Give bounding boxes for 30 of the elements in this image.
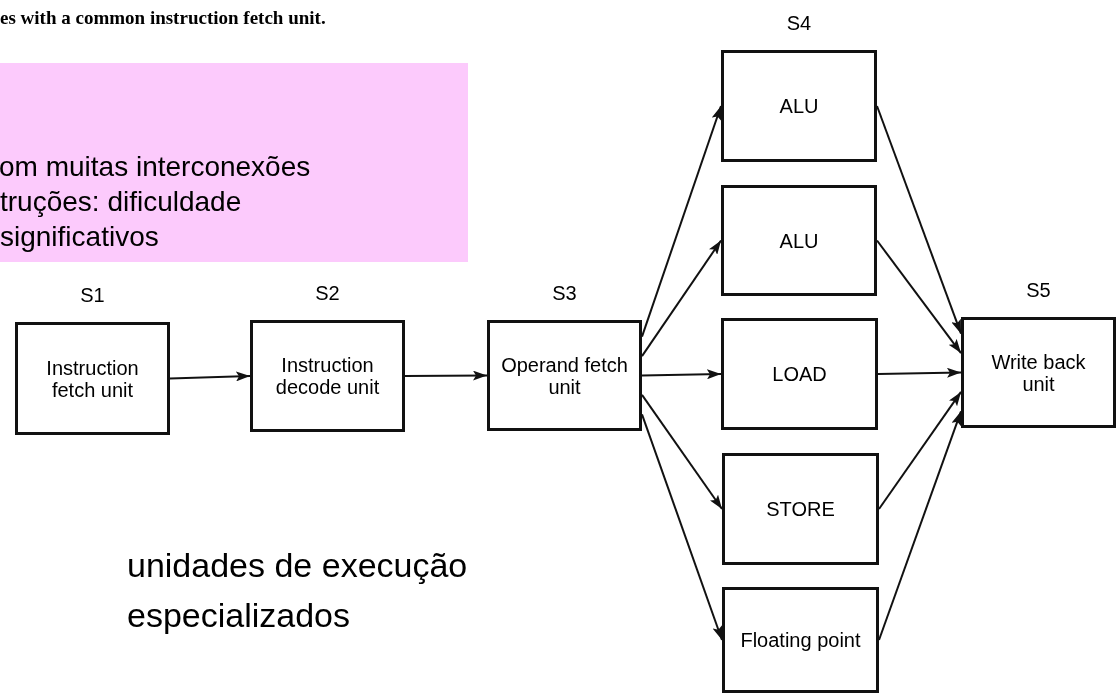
- unit-box: Instruction fetch unit: [15, 322, 170, 435]
- unit-box: LOAD: [721, 318, 878, 430]
- arrow: [878, 410, 962, 641]
- stage-label: S4: [786, 12, 812, 35]
- arrow: [876, 239, 962, 355]
- stage-label: S3: [552, 282, 577, 305]
- unit-box: ALU: [721, 50, 877, 162]
- stage-label: S5: [1026, 279, 1051, 302]
- unit-box: STORE: [722, 453, 879, 565]
- note-text: om muitas interconexões truções: dificuldade significativos: [0, 150, 312, 254]
- arrow: [641, 393, 723, 510]
- unit-box: Instruction decode unit: [250, 320, 405, 432]
- arrow: [641, 105, 722, 338]
- arrow: [877, 367, 962, 378]
- arrow: [641, 369, 722, 380]
- unit-box: Floating point: [722, 587, 879, 693]
- stage-label: S1: [80, 284, 105, 307]
- note-panel: [0, 63, 468, 262]
- arrow: [169, 371, 251, 382]
- unit-box: Write back unit: [961, 317, 1116, 428]
- arrow: [641, 239, 722, 358]
- arrow: [876, 105, 962, 335]
- arrow: [641, 413, 723, 641]
- caption-text: es with a common instruction fetch unit.: [0, 7, 326, 29]
- unit-box: ALU: [721, 185, 877, 296]
- unit-box: Operand fetch unit: [487, 320, 642, 431]
- note-text: unidades de execução especializados: [127, 545, 469, 636]
- stage-label: S2: [315, 282, 340, 305]
- arrow: [878, 390, 962, 510]
- arrow: [404, 370, 488, 381]
